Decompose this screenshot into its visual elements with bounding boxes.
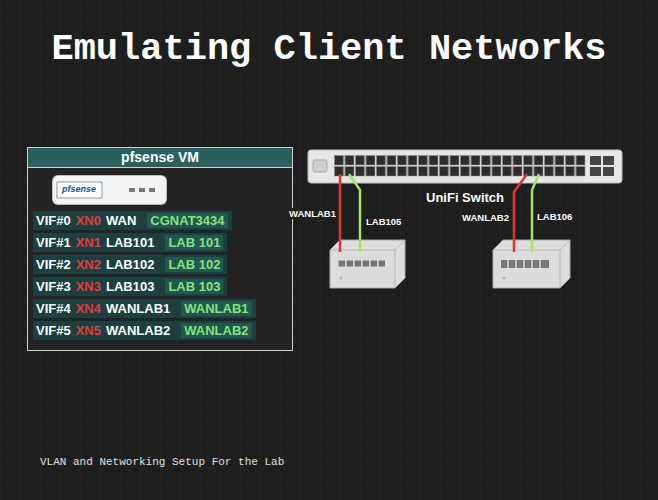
vif-id: VIF#4 (36, 301, 71, 316)
logo-box: pfsense (53, 176, 166, 204)
interface-row: VIF#4 XN4 WANLAB1 WANLAB1 (33, 299, 256, 318)
xn-id: XN2 (76, 257, 101, 272)
cable-label: WANLAB1 (288, 208, 337, 219)
iface-name: WANLAB2 (106, 323, 170, 338)
vif-id: VIF#5 (36, 323, 71, 338)
network-name: WANLAB2 (181, 323, 251, 338)
cable-label: LAB106 (536, 211, 573, 222)
interface-row: VIF#0 XN0 WAN CGNAT3434 (33, 211, 232, 230)
iface-name: LAB102 (106, 257, 154, 272)
wan-cable (514, 174, 527, 252)
interface-row: VIF#5 XN5 WANLAB2 WANLAB2 (33, 321, 256, 340)
network-name: WANLAB1 (181, 301, 251, 316)
cable-label: LAB105 (365, 216, 402, 227)
iface-name: WAN (106, 213, 136, 228)
network-name: LAB 101 (165, 235, 223, 250)
interface-row: VIF#3 XN3 LAB103 LAB 103 (33, 277, 227, 296)
iface-name: LAB101 (106, 235, 154, 250)
switch-box: UniFi Switch (308, 150, 622, 208)
vif-id: VIF#0 (36, 213, 71, 228)
interface-row: VIF#1 XN1 LAB101 LAB 101 (33, 233, 227, 252)
vif-id: VIF#3 (36, 279, 71, 294)
caption: VLAN and Networking Setup For the Lab (40, 456, 284, 468)
xn-id: XN3 (76, 279, 101, 294)
wan-cable (339, 174, 342, 252)
network-name: LAB 103 (165, 279, 223, 294)
interface-row: VIF#2 XN2 LAB102 LAB 102 (33, 255, 227, 274)
network-name: CGNAT3434 (147, 213, 227, 228)
xn-id: XN1 (76, 235, 101, 250)
xn-id: XN5 (76, 323, 101, 338)
panel-heading: pfsense VM (28, 148, 292, 168)
xn-id: XN0 (76, 213, 101, 228)
vif-id: VIF#1 (36, 235, 71, 250)
page-title: Emulating Client Networks (0, 28, 658, 70)
switch-label: UniFi Switch (308, 190, 622, 205)
cable-label: WANLAB2 (461, 212, 510, 223)
iface-name: WANLAB1 (106, 301, 170, 316)
switch-illustration (308, 150, 622, 183)
vm-panel: pfsense VMpfsenseVIF#0XN0WANCGNAT3434VIF… (27, 147, 293, 351)
xn-id: XN4 (76, 301, 101, 316)
iface-name: LAB103 (106, 279, 154, 294)
network-name: LAB 102 (165, 257, 223, 272)
vif-id: VIF#2 (36, 257, 71, 272)
lab-cable (349, 174, 360, 252)
logo-text: pfsense (60, 184, 98, 194)
